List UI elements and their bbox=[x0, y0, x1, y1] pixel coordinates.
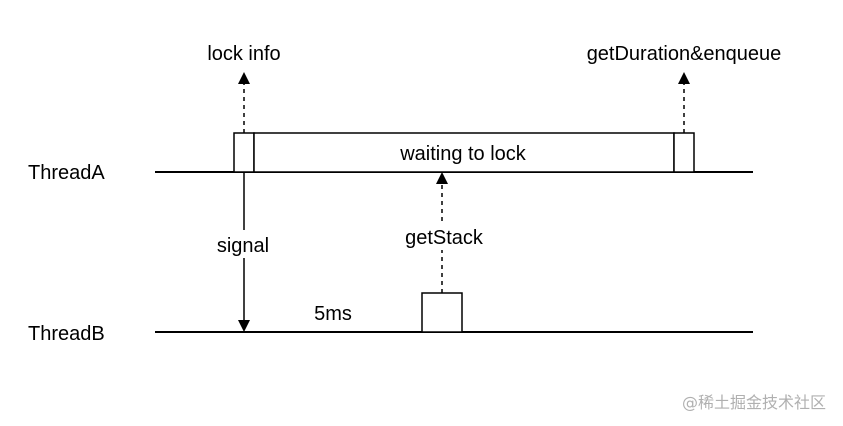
get-duration-box bbox=[673, 132, 695, 173]
thread-b-label: ThreadB bbox=[28, 323, 105, 345]
get-stack-label: getStack bbox=[405, 227, 484, 249]
lock-info-box bbox=[233, 132, 255, 173]
thread-a-label: ThreadA bbox=[28, 162, 105, 184]
get-stack-label-bg bbox=[394, 222, 494, 250]
interval-label: 5ms bbox=[314, 303, 352, 325]
get-duration-label: getDuration&enqueue bbox=[587, 43, 782, 65]
signal-label-bg bbox=[206, 230, 282, 258]
signal-label: signal bbox=[217, 235, 269, 257]
waiting-to-lock-box bbox=[253, 132, 675, 173]
get-stack-box bbox=[421, 292, 463, 333]
watermark: @稀土掘金技术社区 bbox=[682, 393, 826, 412]
lock-info-label: lock info bbox=[207, 43, 280, 65]
waiting-to-lock-label: waiting to lock bbox=[399, 143, 527, 165]
